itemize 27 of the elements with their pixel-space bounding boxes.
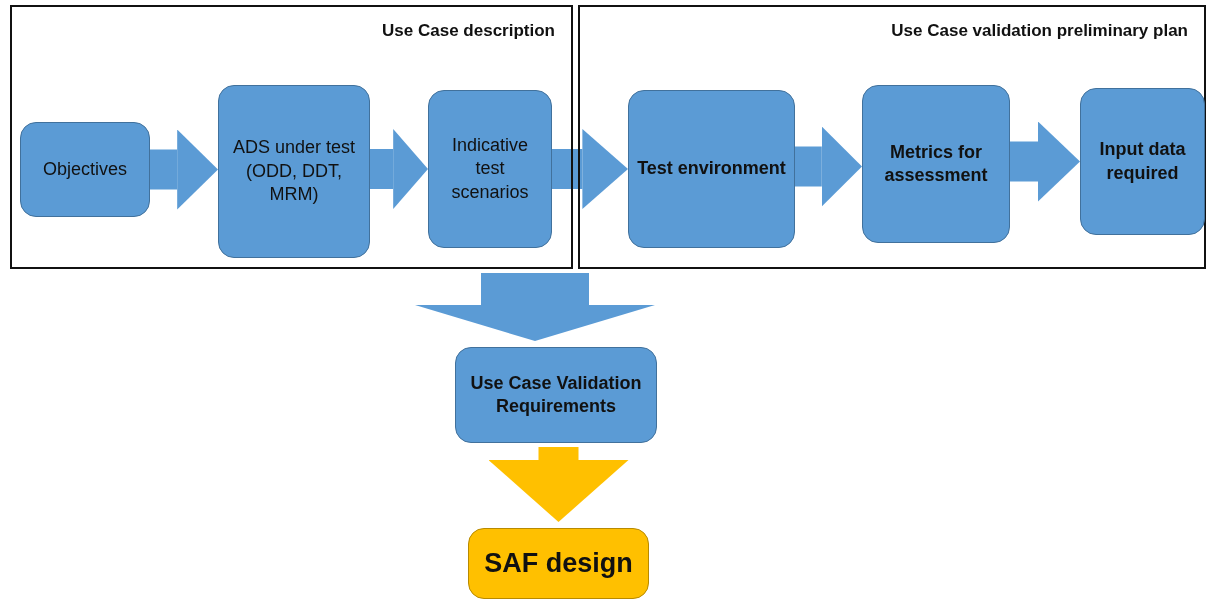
- group-frame: [578, 5, 1206, 269]
- box-label: Input data required: [1098, 138, 1187, 185]
- block-arrow: [415, 273, 655, 341]
- box-label: Use Case Validation Requirements: [469, 371, 643, 418]
- box-label: SAF design: [483, 546, 634, 580]
- box-label: ADS under test (ODD, DDT, MRM): [231, 136, 357, 207]
- process-box: [862, 85, 1010, 243]
- block-arrow: [795, 126, 862, 207]
- process-box: [628, 90, 795, 248]
- block-arrow: [150, 129, 218, 210]
- process-box: [468, 528, 649, 599]
- box-label: Indicative test scenarios: [450, 133, 530, 204]
- block-arrow: [370, 129, 428, 209]
- box-label: Metrics for assessment: [883, 140, 989, 187]
- process-box: [20, 122, 150, 217]
- process-box: [455, 347, 657, 443]
- process-box: [428, 90, 552, 248]
- box-label: Objectives: [41, 157, 128, 181]
- process-box: [1080, 88, 1205, 235]
- block-arrow: [1010, 121, 1080, 202]
- process-box: [218, 85, 370, 258]
- group-heading: Use Case validation preliminary plan: [891, 21, 1188, 41]
- box-label: Test environment: [636, 157, 787, 181]
- block-arrow: [488, 447, 629, 522]
- group-heading: Use Case description: [382, 21, 555, 41]
- block-arrow: [552, 129, 628, 209]
- group-frame: [10, 5, 573, 269]
